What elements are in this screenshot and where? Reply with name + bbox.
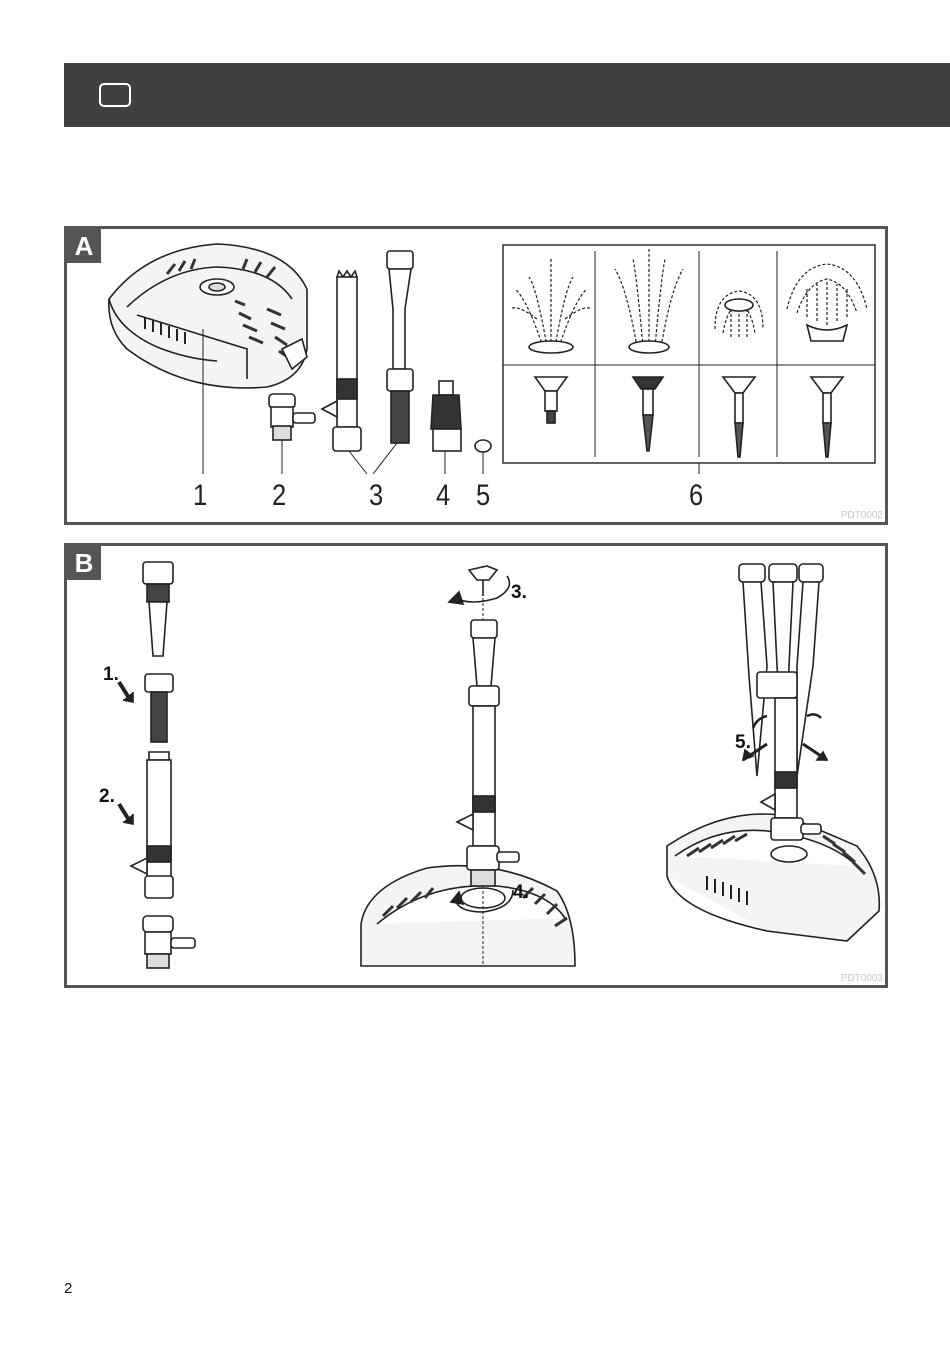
part-number-4: 4 — [436, 479, 450, 513]
panel-b-ref-code: PDT0003 — [841, 973, 883, 984]
step-label-1: 1. — [103, 664, 119, 686]
step-label-3: 3. — [511, 582, 527, 604]
exploded-tube-drawing — [131, 562, 195, 968]
part-number-2: 2 — [272, 479, 286, 513]
part-number-5: 5 — [476, 479, 490, 513]
panel-b: B — [64, 543, 888, 988]
tube-short-drawing — [322, 271, 361, 451]
t-connector-drawing — [269, 394, 315, 440]
part-number-6: 6 — [689, 479, 703, 513]
rounded-rect-icon — [99, 83, 131, 107]
part-number-3: 3 — [369, 479, 383, 513]
multi-tube-pump-drawing — [667, 564, 879, 941]
page-number: 2 — [64, 1280, 72, 1297]
tube-long-drawing — [387, 251, 413, 443]
step-label-2: 2. — [99, 786, 115, 808]
pump-drawing — [109, 244, 307, 388]
step-label-5: 5. — [735, 732, 751, 754]
panel-b-illustration — [67, 546, 885, 985]
hose-adapter-drawing — [431, 381, 461, 451]
step-label-4: 4. — [513, 882, 529, 904]
part-number-1: 1 — [193, 479, 207, 513]
o-ring-drawing — [475, 440, 491, 452]
panel-a-ref-code: PDT0002 — [841, 510, 883, 521]
nozzle-table — [503, 245, 875, 463]
header-bar — [64, 63, 950, 127]
assembled-pump-drawing — [361, 566, 575, 966]
panel-a: A — [64, 226, 888, 525]
